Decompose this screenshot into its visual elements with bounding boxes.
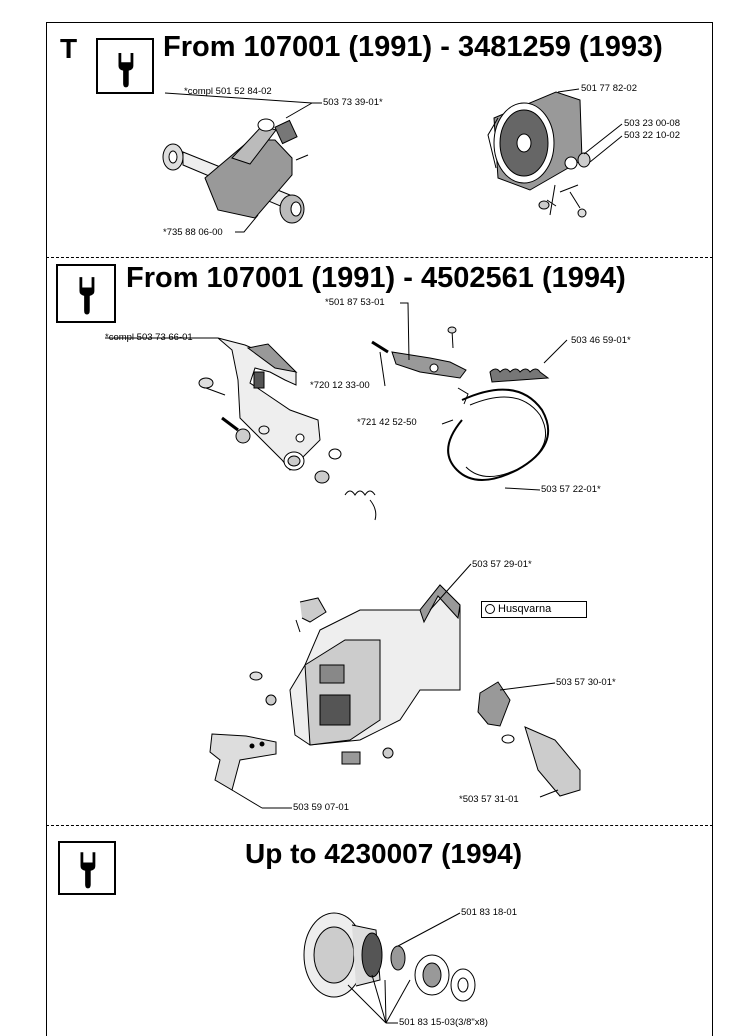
- section-title: From 107001 (1991) - 3481259 (1993): [163, 31, 663, 63]
- part-label: 503 57 29-01*: [472, 559, 532, 570]
- section-divider: [46, 257, 713, 258]
- part-label: *735 88 06-00: [163, 227, 223, 238]
- part-label: 503 46 59-01*: [571, 335, 631, 346]
- part-label: 503 23 00-08: [624, 118, 680, 129]
- part-label: *721 42 52-50: [357, 417, 417, 428]
- section-divider: [46, 825, 713, 826]
- chain-brake-drawing: [105, 337, 377, 521]
- brake-band-drawing: [371, 302, 568, 491]
- part-label: *503 57 31-01: [459, 794, 519, 805]
- part-label: *720 12 33-00: [310, 380, 370, 391]
- logo-text: Husqvarna: [498, 603, 552, 615]
- part-label: 503 73 39-01*: [323, 97, 383, 108]
- clutch-drum-drawing: [303, 912, 476, 1024]
- section-title: Up to 4230007 (1994): [245, 838, 523, 869]
- section-title: From 107001 (1991) - 4502561 (1994): [126, 262, 626, 294]
- part-label: *compl 503 73 66-01: [105, 332, 193, 343]
- flywheel-drawing: [487, 88, 623, 218]
- part-label: 503 57 30-01*: [556, 677, 616, 688]
- part-label: 501 83 18-01: [461, 907, 517, 918]
- page-frame: [46, 22, 713, 1036]
- crankshaft-drawing: [162, 92, 322, 233]
- part-label: *501 87 53-01: [325, 297, 385, 308]
- clutch-cover-drawing: [209, 563, 581, 809]
- part-label: 501 77 82-02: [581, 83, 637, 94]
- wrench-icon: [56, 264, 116, 323]
- crown-logo-icon: [485, 604, 495, 614]
- wrench-icon: [58, 841, 116, 895]
- part-label: *compl 501 52 84-02: [184, 86, 272, 97]
- section-letter: T: [60, 33, 78, 64]
- wrench-icon: [96, 38, 154, 94]
- part-label: 503 57 22-01*: [541, 484, 601, 495]
- part-label: 503 22 10-02: [624, 130, 680, 141]
- husqvarna-logo: Husqvarna: [481, 601, 587, 618]
- part-label: 501 83 15-03(3/8"x8): [399, 1017, 488, 1028]
- part-label: 503 59 07-01: [293, 802, 349, 813]
